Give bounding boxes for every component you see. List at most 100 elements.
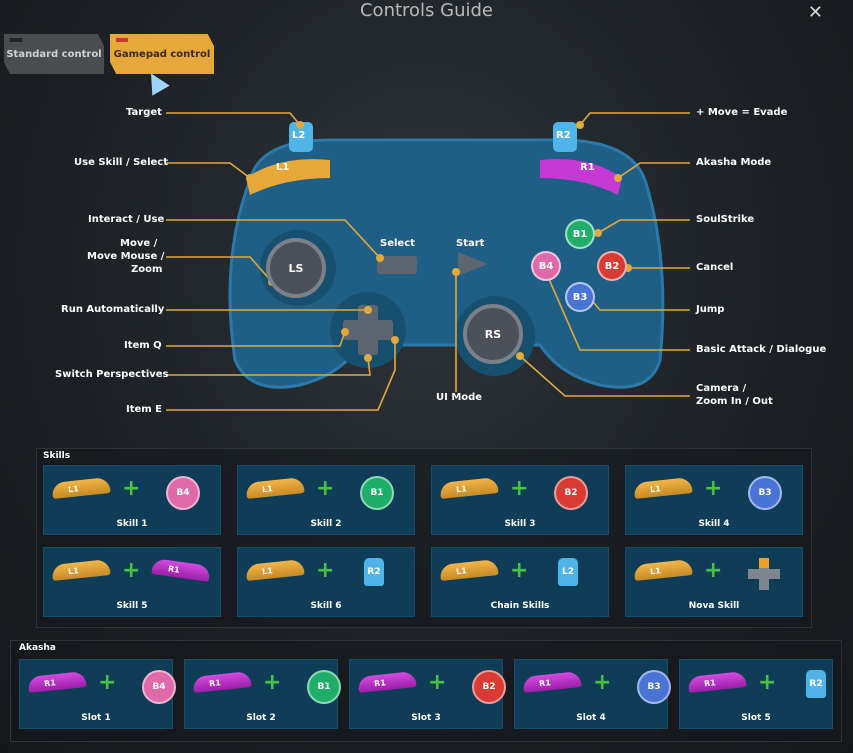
label-interact: Interact / Use [88,214,165,225]
card-label: Skill 4 [698,519,730,529]
plus-icon: + [704,558,723,583]
label-run-auto: Run Automatically [61,304,165,315]
label-akasha-mode: Akasha Mode [696,157,772,168]
b3-button-icon: B3 [748,476,782,510]
b3-button: B3 [565,282,595,312]
label-move-3: Zoom [131,264,163,275]
l1-bumper-icon: L1 [51,559,111,581]
plus-icon: + [316,558,335,583]
plus-icon: + [122,476,141,501]
l1-bumper-icon: L1 [633,559,693,581]
plus-icon: + [122,558,141,583]
b1-button: B1 [565,219,595,249]
card-label: Skill 6 [310,601,342,611]
label-item-e: Item E [126,404,163,415]
card-label: Nova Skill [688,601,740,611]
l1-bumper-icon: L1 [245,477,305,499]
r1-bumper-icon: R1 [357,671,417,693]
plus-icon: + [510,558,529,583]
label-evade: + Move = Evade [696,107,788,118]
label-move-2: Move Mouse / [87,251,165,262]
label-ui-mode: UI Mode [436,392,483,403]
card-label: Skill 5 [116,601,148,611]
plus-icon: + [98,670,117,695]
b2-button-icon: B2 [554,476,588,510]
skill-card: L1 + Nova Skill [625,547,803,617]
plus-icon: + [704,476,723,501]
tab-label: Standard control [6,48,102,60]
label-camera-2: Zoom In / Out [696,396,773,407]
l1-label: L1 [276,162,290,173]
plus-icon: + [593,670,612,695]
skills-title: Skills [43,451,71,461]
dpad-horizontal [343,320,393,340]
card-label: Chain Skills [490,601,550,611]
r1-bumper-icon: R1 [151,558,211,582]
tab-gamepad-control[interactable]: Gamepad control [110,34,214,74]
r2-trigger [553,122,577,152]
leader-lines [166,112,690,411]
plus-icon: + [758,670,777,695]
r2-label: R2 [556,130,571,141]
label-jump: Jump [696,304,725,315]
card-label: Skill 3 [504,519,536,529]
l1-bumper-icon: L1 [245,559,305,581]
r2-trigger-icon: R2 [806,670,826,698]
dpad-icon [748,558,780,590]
r1-bumper-icon: R1 [687,671,747,693]
flag-icon [116,38,128,42]
card-label: Skill 2 [310,519,342,529]
plus-icon: + [316,476,335,501]
label-target: Target [126,107,162,118]
select-label: Select [380,238,415,249]
label-move-1: Move / [120,238,158,249]
l2-trigger-icon: L2 [558,558,578,586]
tab-label: Gamepad control [113,48,211,60]
b2-button: B2 [597,251,627,281]
l1-bumper-icon: L1 [633,477,693,499]
label-use-skill: Use Skill / Select [74,157,168,168]
close-icon[interactable]: ✕ [807,2,823,23]
card-label: Slot 2 [246,713,276,723]
b4-button-icon: B4 [142,670,176,704]
plus-icon: + [510,476,529,501]
r1-label: R1 [580,162,595,173]
r1-bumper-icon: R1 [522,671,582,693]
l2-label: L2 [292,130,306,141]
label-camera-1: Camera / [696,383,747,394]
flag-icon [10,38,22,42]
r1-bumper-icon: R1 [27,671,87,693]
r2-trigger-icon: R2 [364,558,384,586]
tab-standard-control[interactable]: Standard control [4,34,104,74]
card-label: Slot 1 [81,713,111,723]
b2-button-icon: B2 [472,670,506,704]
label-soulstrike: SoulStrike [696,214,755,225]
b3-button-icon: B3 [637,670,671,704]
card-label: Slot 4 [576,713,606,723]
b4-button-icon: B4 [166,476,200,510]
r1-bumper [540,159,622,195]
r1-bumper-icon: R1 [192,671,252,693]
label-basic-attack: Basic Attack / Dialogue [696,344,827,355]
right-stick: RS [463,304,523,364]
l1-bumper-icon: L1 [439,477,499,499]
plus-icon: + [263,670,282,695]
start-label: Start [456,238,485,249]
select-button-shape [377,256,417,274]
card-label: Skill 1 [116,519,148,529]
b1-button-icon: B1 [360,476,394,510]
akasha-title: Akasha [19,643,56,653]
label-item-q: Item Q [124,340,162,351]
